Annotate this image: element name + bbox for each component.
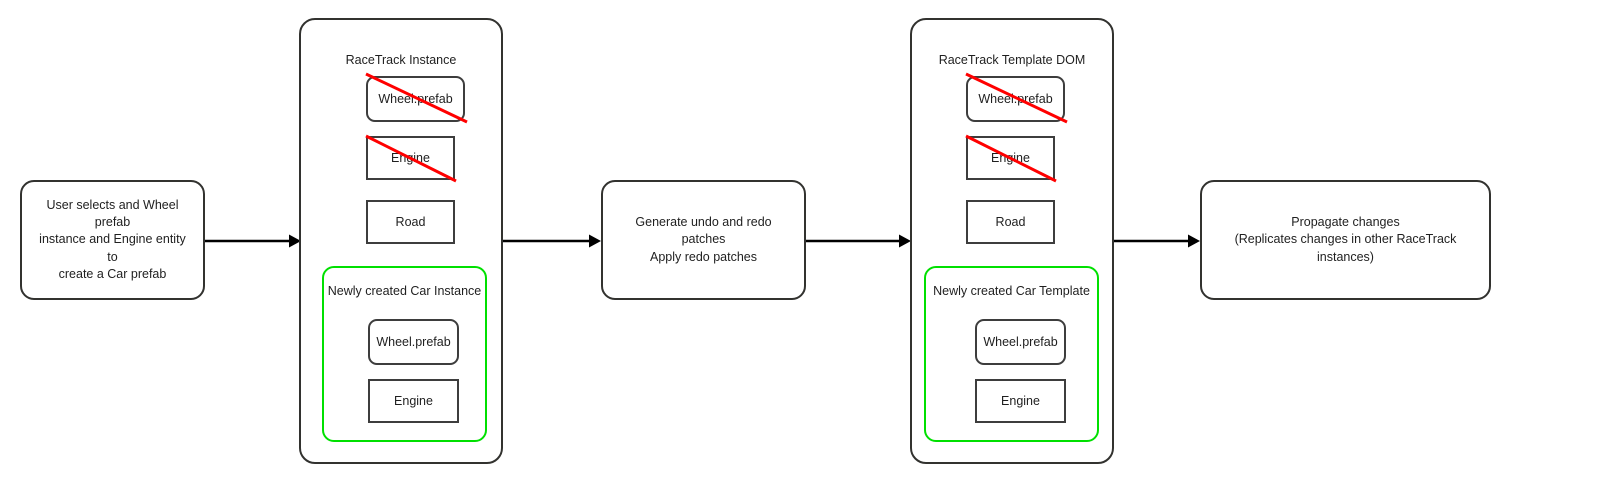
arrow-patches-to-template bbox=[806, 234, 911, 248]
group-part-wheel-prefab-label: Wheel.prefab bbox=[983, 335, 1058, 349]
group-part-wheel-prefab[interactable]: Wheel.prefab bbox=[368, 319, 459, 365]
panel-racetrack-template-dom-title: RaceTrack Template DOM bbox=[938, 53, 1086, 67]
node-generate-patches[interactable]: Generate undo and redo patches Apply red… bbox=[601, 180, 806, 300]
group-part-wheel-prefab-label: Wheel.prefab bbox=[376, 335, 451, 349]
part-wheel-prefab-label: Wheel.prefab bbox=[978, 92, 1053, 106]
part-wheel-prefab[interactable]: Wheel.prefab bbox=[366, 76, 465, 122]
part-engine[interactable]: Engine bbox=[966, 136, 1055, 180]
panel-racetrack-instance[interactable]: RaceTrack Instance Wheel.prefab Engine R… bbox=[299, 18, 503, 464]
part-road-label: Road bbox=[395, 215, 426, 229]
group-newly-created-car-instance[interactable]: Newly created Car Instance Wheel.prefab … bbox=[322, 266, 487, 442]
arrow-template-to-propagate bbox=[1114, 234, 1200, 248]
group-newly-created-car-instance-title: Newly created Car Instance bbox=[327, 284, 482, 298]
group-newly-created-car-template[interactable]: Newly created Car Template Wheel.prefab … bbox=[924, 266, 1099, 442]
node-generate-patches-label: Generate undo and redo patches Apply red… bbox=[635, 215, 772, 264]
group-newly-created-car-template-title: Newly created Car Template bbox=[933, 284, 1090, 298]
node-user-action[interactable]: User selects and Wheel prefab instance a… bbox=[20, 180, 205, 300]
panel-racetrack-instance-title: RaceTrack Instance bbox=[345, 53, 457, 67]
part-engine[interactable]: Engine bbox=[366, 136, 455, 180]
part-engine-label: Engine bbox=[391, 151, 430, 165]
part-wheel-prefab-label: Wheel.prefab bbox=[378, 92, 453, 106]
part-road[interactable]: Road bbox=[366, 200, 455, 244]
node-user-action-label: User selects and Wheel prefab instance a… bbox=[39, 197, 186, 281]
part-wheel-prefab[interactable]: Wheel.prefab bbox=[966, 76, 1065, 122]
group-part-engine[interactable]: Engine bbox=[368, 379, 459, 423]
group-part-engine-label: Engine bbox=[1001, 394, 1040, 408]
panel-racetrack-template-dom[interactable]: RaceTrack Template DOM Wheel.prefab Engi… bbox=[910, 18, 1114, 464]
arrow-instance-to-patches bbox=[503, 234, 601, 248]
part-engine-label: Engine bbox=[991, 151, 1030, 165]
group-part-engine-label: Engine bbox=[394, 394, 433, 408]
group-part-engine[interactable]: Engine bbox=[975, 379, 1066, 423]
node-propagate-changes[interactable]: Propagate changes (Replicates changes in… bbox=[1200, 180, 1491, 300]
part-road[interactable]: Road bbox=[966, 200, 1055, 244]
part-road-label: Road bbox=[995, 215, 1026, 229]
arrow-user-to-instance bbox=[205, 234, 301, 248]
node-propagate-changes-label: Propagate changes (Replicates changes in… bbox=[1234, 215, 1457, 264]
group-part-wheel-prefab[interactable]: Wheel.prefab bbox=[975, 319, 1066, 365]
